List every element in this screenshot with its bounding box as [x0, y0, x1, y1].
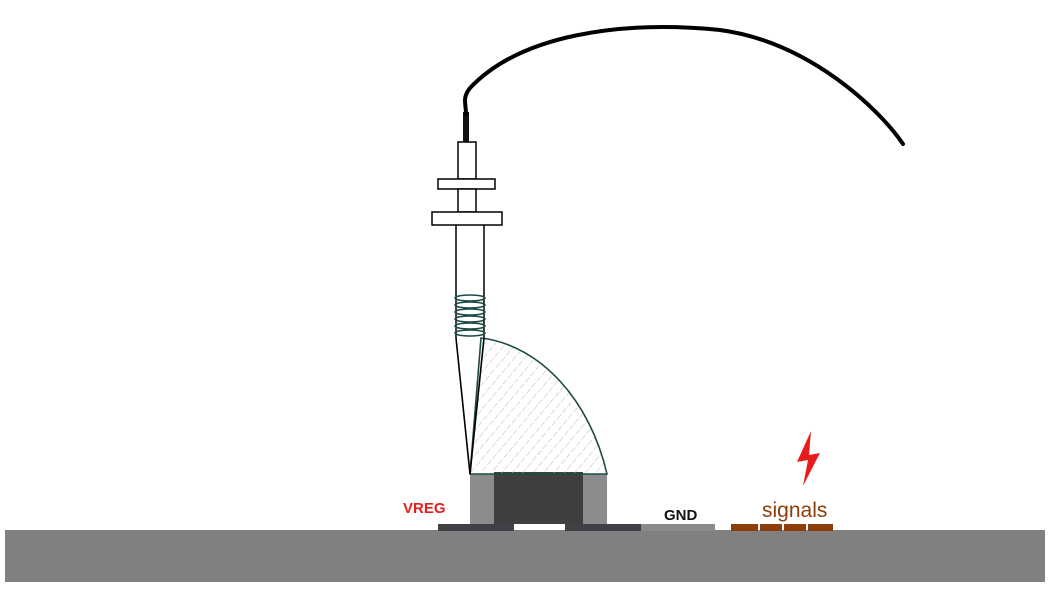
- probe-needle: [455, 337, 485, 475]
- probe-mid-shaft: [457, 188, 477, 213]
- probe-coil: [454, 294, 486, 337]
- lightning-bolt-icon: [797, 431, 820, 486]
- solder-fillet: [469, 337, 609, 475]
- signal-pad: [808, 524, 833, 531]
- component-body: [494, 472, 583, 524]
- component-terminal-right: [583, 474, 607, 524]
- cable-strain-relief: [463, 112, 469, 142]
- vreg-pad-left: [438, 524, 514, 531]
- signals-label: signals: [762, 499, 827, 522]
- probe-shaft: [431, 141, 503, 338]
- smd-component: [470, 472, 607, 524]
- probe-upper-shaft: [457, 141, 477, 180]
- vreg-label: VREG: [403, 500, 446, 517]
- signal-pads: [731, 524, 833, 531]
- gnd-pad: [641, 524, 715, 531]
- gnd-label: GND: [664, 507, 698, 524]
- signal-pad: [731, 524, 758, 531]
- component-terminal-left: [470, 474, 494, 524]
- signal-pad: [760, 524, 782, 531]
- vreg-pad-right: [565, 524, 641, 531]
- probe-collar-bottom: [431, 211, 503, 226]
- signal-pad: [784, 524, 806, 531]
- pcb-board: [5, 530, 1045, 582]
- probe-cable: [463, 25, 905, 146]
- probe-collar-top: [437, 178, 496, 190]
